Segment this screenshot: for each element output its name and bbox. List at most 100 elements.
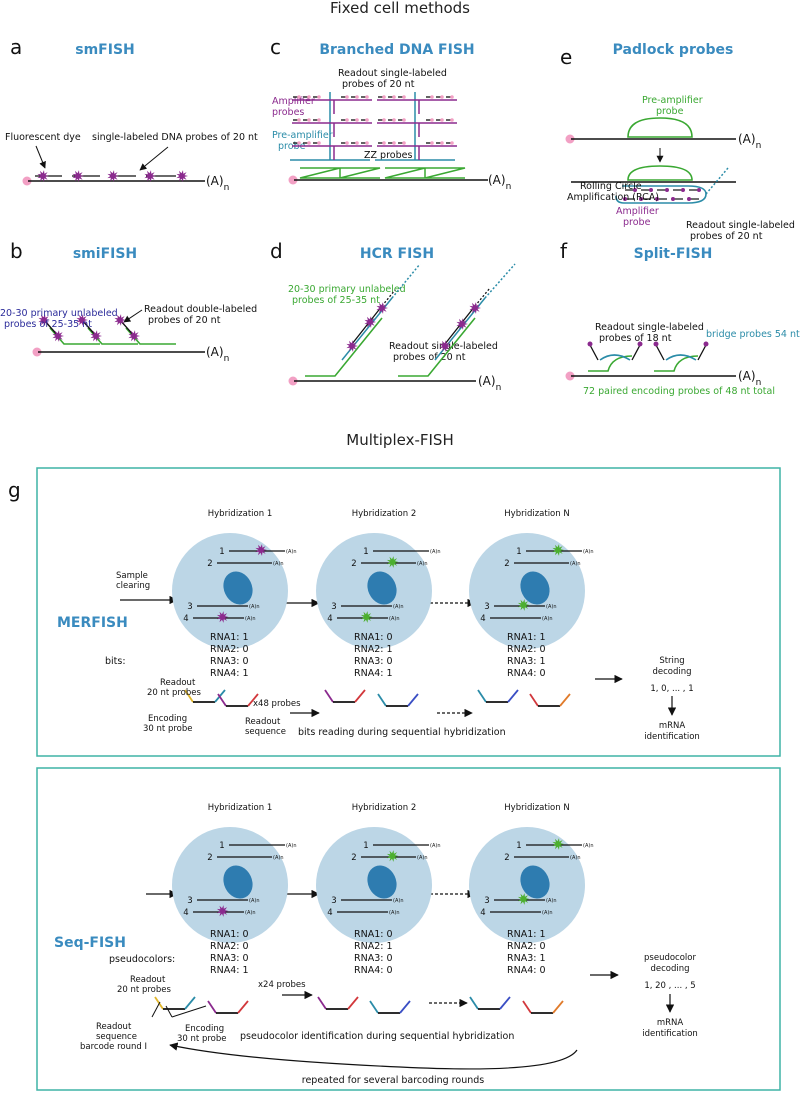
readout-dye <box>440 141 444 145</box>
rna-bit-value: RNA1: 0 <box>354 929 393 940</box>
readout-label-2: probes of 20 nt <box>690 231 763 242</box>
readout-dye <box>430 95 434 99</box>
primary-label-1: 20-30 primary unlabeled <box>0 308 118 319</box>
rca-product <box>615 185 707 204</box>
nucleus <box>223 865 253 899</box>
poly-a: (A)n <box>478 374 501 393</box>
poly-a-tag: (A)n <box>417 561 428 567</box>
readout-dye <box>365 141 369 145</box>
nucleus <box>367 865 397 899</box>
multiplex-title: Multiplex-FISH <box>346 431 453 449</box>
hybridization-dye <box>517 893 530 905</box>
readout-dye <box>440 95 444 99</box>
poly-a: (A)n <box>738 132 761 151</box>
rna-row-number: 4 <box>480 908 485 918</box>
nucleus <box>223 571 253 605</box>
probe-row <box>154 996 564 1014</box>
rna-row-number: 3 <box>331 896 336 906</box>
readout-segment <box>407 693 419 707</box>
panel-f: f Split-FISH Readout single-labeled prob… <box>560 239 800 397</box>
readout-probes-1: Readout <box>160 678 196 688</box>
hybridization-title: Hybridization N <box>504 803 569 813</box>
poly-a-tag: (A)n <box>542 616 553 622</box>
readout-probes-1: Readout <box>130 975 166 985</box>
rna-row-number: 1 <box>516 841 521 851</box>
callout-line <box>151 1001 161 1018</box>
panel-letter-d: d <box>270 239 283 263</box>
poly-a-tag: (A)n <box>430 549 441 555</box>
fluorescent-dye <box>376 302 388 314</box>
bridge-probe <box>665 354 697 361</box>
rna-bit-value: RNA1: 1 <box>507 632 546 643</box>
readout-dye <box>317 118 321 122</box>
readout-label-1: Readout single-labeled <box>686 220 795 231</box>
rna-row-number: 2 <box>351 853 356 863</box>
rna-row-number: 2 <box>351 559 356 569</box>
hcr-hairpin-extension <box>484 263 516 299</box>
rna-bit-value: RNA1: 1 <box>210 632 249 643</box>
readout-dye <box>653 341 659 347</box>
rca-dye <box>687 197 691 201</box>
fluorescent-dye <box>90 330 102 342</box>
readout-segment <box>354 689 366 703</box>
rna-bit-value: RNA3: 1 <box>507 656 546 667</box>
nucleus <box>520 571 550 605</box>
rna-bit-value: RNA3: 1 <box>507 953 546 964</box>
poly-a-tag: (A)n <box>546 604 557 610</box>
poly-a-tag: (A)n <box>249 898 260 904</box>
fluorescent-dye <box>128 330 140 342</box>
rna-bit-value: RNA2: 0 <box>507 941 546 952</box>
rna-row-number: 4 <box>327 614 332 624</box>
callout-line <box>165 1005 173 1018</box>
panel-e-title: Padlock probes <box>613 42 734 58</box>
readout-dye <box>345 95 349 99</box>
panel-f-title: Split-FISH <box>634 246 713 262</box>
readout-dye <box>450 95 454 99</box>
readout-label-1: Readout double-labeled <box>144 304 257 315</box>
panel-b: b smiFISH 20-30 primary unlabeled probes… <box>0 239 257 364</box>
readout-sequence-2: sequence <box>245 727 286 737</box>
hcr-amplifier-extension <box>474 287 491 307</box>
encoding-label: 72 paired encoding probes of 48 nt total <box>583 386 775 397</box>
panel-letter-f: f <box>560 239 568 263</box>
poly-a-tag: (A)n <box>273 855 284 861</box>
poly-a-tag: (A)n <box>286 549 297 555</box>
rna-bit-value: RNA3: 0 <box>210 656 249 667</box>
poly-a-tag: (A)n <box>583 843 594 849</box>
padlock-probe <box>627 165 693 181</box>
poly-a-tag: (A)n <box>542 910 553 916</box>
readout-dye <box>450 141 454 145</box>
decoding-3: 1, 0, ... , 1 <box>650 684 693 694</box>
seqfish-label: Seq-FISH <box>54 935 126 951</box>
rna-bit-value: RNA4: 1 <box>354 668 393 679</box>
rna-bit-value: RNA4: 1 <box>210 668 249 679</box>
fluorescent-dye <box>364 316 376 328</box>
rna-bit-value: RNA2: 1 <box>354 644 393 655</box>
poly-a: (A)n <box>206 174 229 193</box>
rna-row-number: 2 <box>504 853 509 863</box>
hybridization-dye <box>216 611 229 623</box>
poly-a-tag: (A)n <box>583 549 594 555</box>
rna-row-number: 1 <box>363 841 368 851</box>
poly-a-tag: (A)n <box>249 604 260 610</box>
decoding-2: decoding <box>652 667 691 677</box>
poly-a-tag: (A)n <box>417 855 428 861</box>
poly-a-tag: (A)n <box>570 561 581 567</box>
bdna-tree <box>375 92 457 161</box>
rca-extension <box>705 167 729 195</box>
rna-bit-value: RNA4: 0 <box>507 668 546 679</box>
readout-sequence-2: sequence <box>96 1032 137 1042</box>
rca-dye <box>623 197 627 201</box>
hybridization-dye <box>517 599 530 611</box>
rna-row-number: 2 <box>504 559 509 569</box>
primary-label-2: probes of 25-35 nt <box>292 295 380 306</box>
bdna-tree <box>290 92 372 161</box>
encoding-probe-2: 30 nt probe <box>143 724 192 734</box>
panel-c-title: Branched DNA FISH <box>319 42 474 58</box>
dye-group <box>346 302 481 352</box>
readout-segment <box>469 996 479 1010</box>
readout-dye <box>382 95 386 99</box>
rca-dye <box>639 197 643 201</box>
